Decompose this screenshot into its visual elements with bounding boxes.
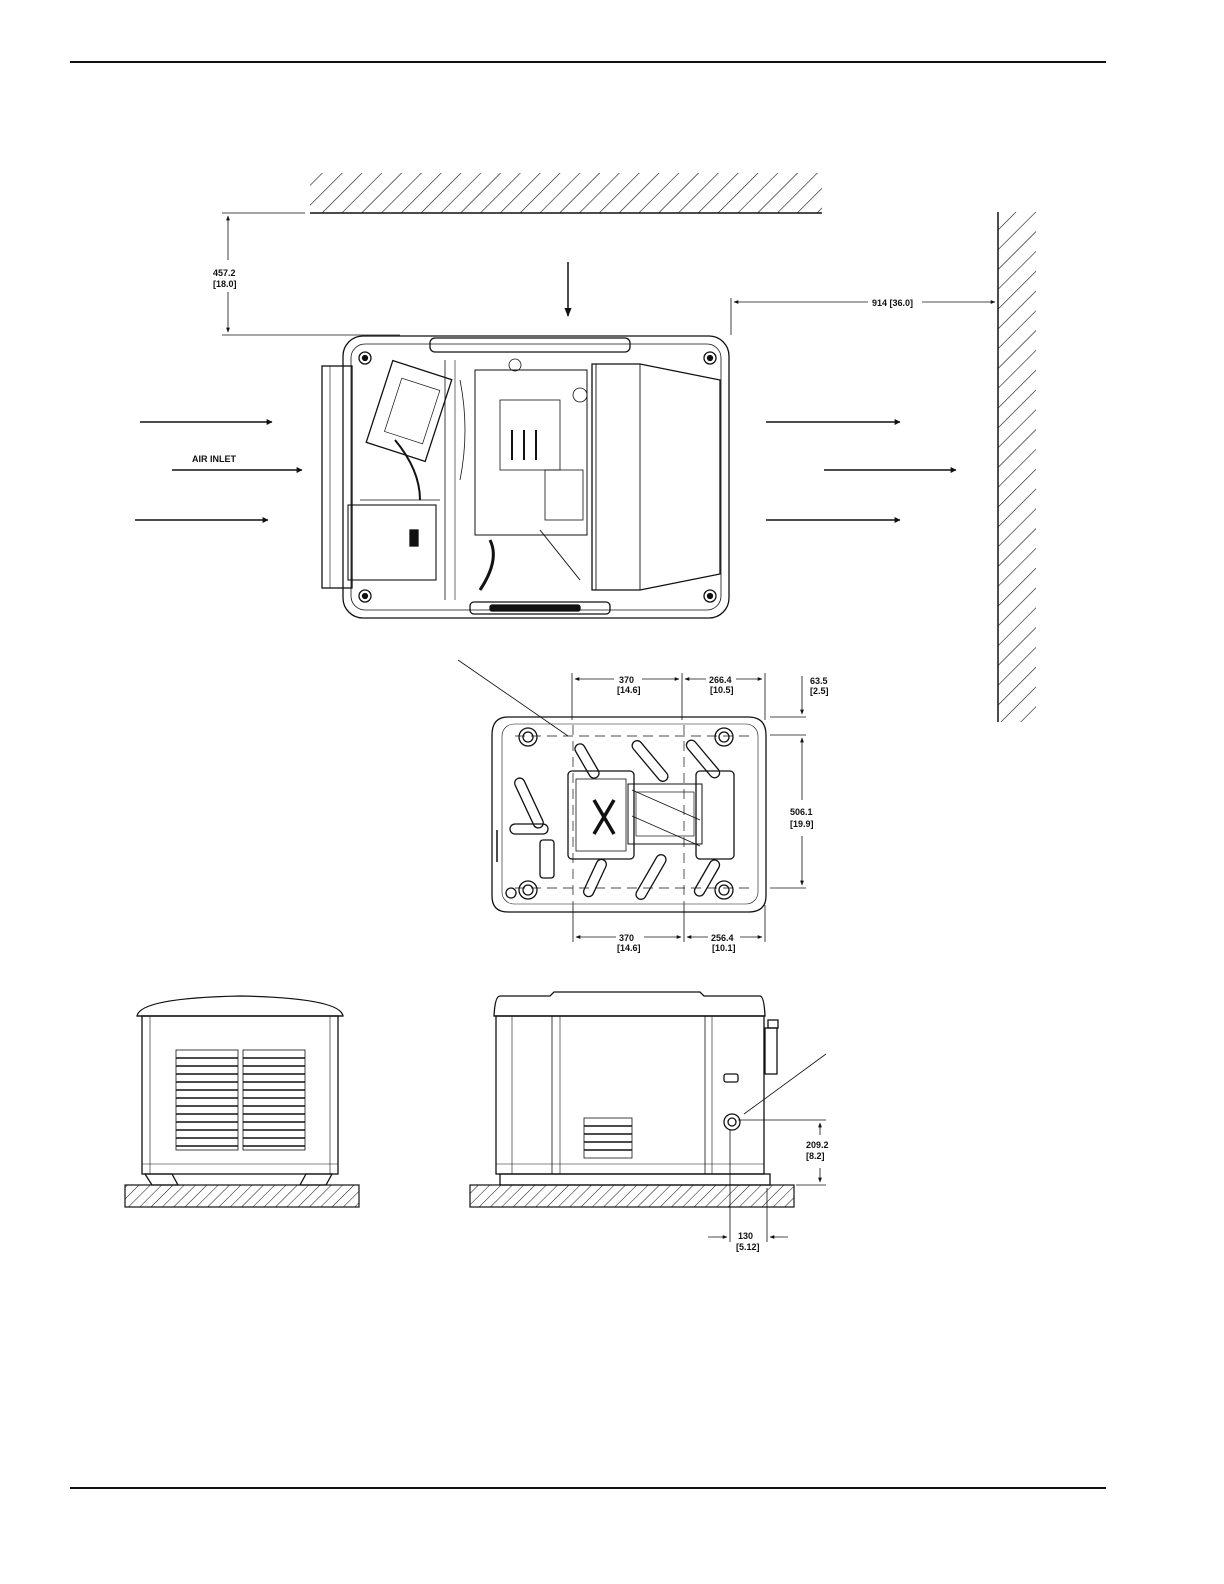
dim-5061: 506.1 <box>790 807 813 817</box>
dim-82: [8.2] <box>806 1151 825 1161</box>
air-inlet-arrows: AIR INLET <box>135 422 302 520</box>
dim-370-bottom: 370 <box>619 933 634 943</box>
dim-512: [5.12] <box>736 1242 760 1252</box>
air-inlet-label: AIR INLET <box>192 454 237 464</box>
dim-101: [10.1] <box>712 943 736 953</box>
dim-2092: 209.2 <box>806 1140 829 1150</box>
dim-2564: 256.4 <box>711 933 734 943</box>
side-elevation-view <box>470 992 794 1207</box>
side-clearance-dimension: 914 [36.0] <box>731 298 995 335</box>
top-clearance-dimension: 457.2 [18.0] <box>213 213 400 335</box>
dim-25: [2.5] <box>810 686 829 696</box>
generator-top-view <box>322 336 729 618</box>
side-clearance: 914 [36.0] <box>872 298 913 308</box>
top-clearance-mm: 457.2 <box>213 268 236 278</box>
dim-199: [19.9] <box>790 819 814 829</box>
top-clearance-in: [18.0] <box>213 279 237 289</box>
dim-130: 130 <box>738 1231 753 1241</box>
dim-370-top: 370 <box>619 675 634 685</box>
dim-635: 63.5 <box>810 676 828 686</box>
top-wall <box>300 165 830 213</box>
front-elevation-view <box>125 996 359 1207</box>
dim-2664: 266.4 <box>709 675 732 685</box>
base-bottom-view <box>492 717 766 912</box>
base-dimensions <box>572 673 806 942</box>
dim-105: [10.5] <box>710 685 734 695</box>
right-wall <box>998 205 1046 730</box>
leader-line <box>458 660 568 736</box>
exhaust-arrows <box>766 422 956 520</box>
dim-146-bottom: [14.6] <box>617 943 641 953</box>
dim-146-top: [14.6] <box>617 685 641 695</box>
